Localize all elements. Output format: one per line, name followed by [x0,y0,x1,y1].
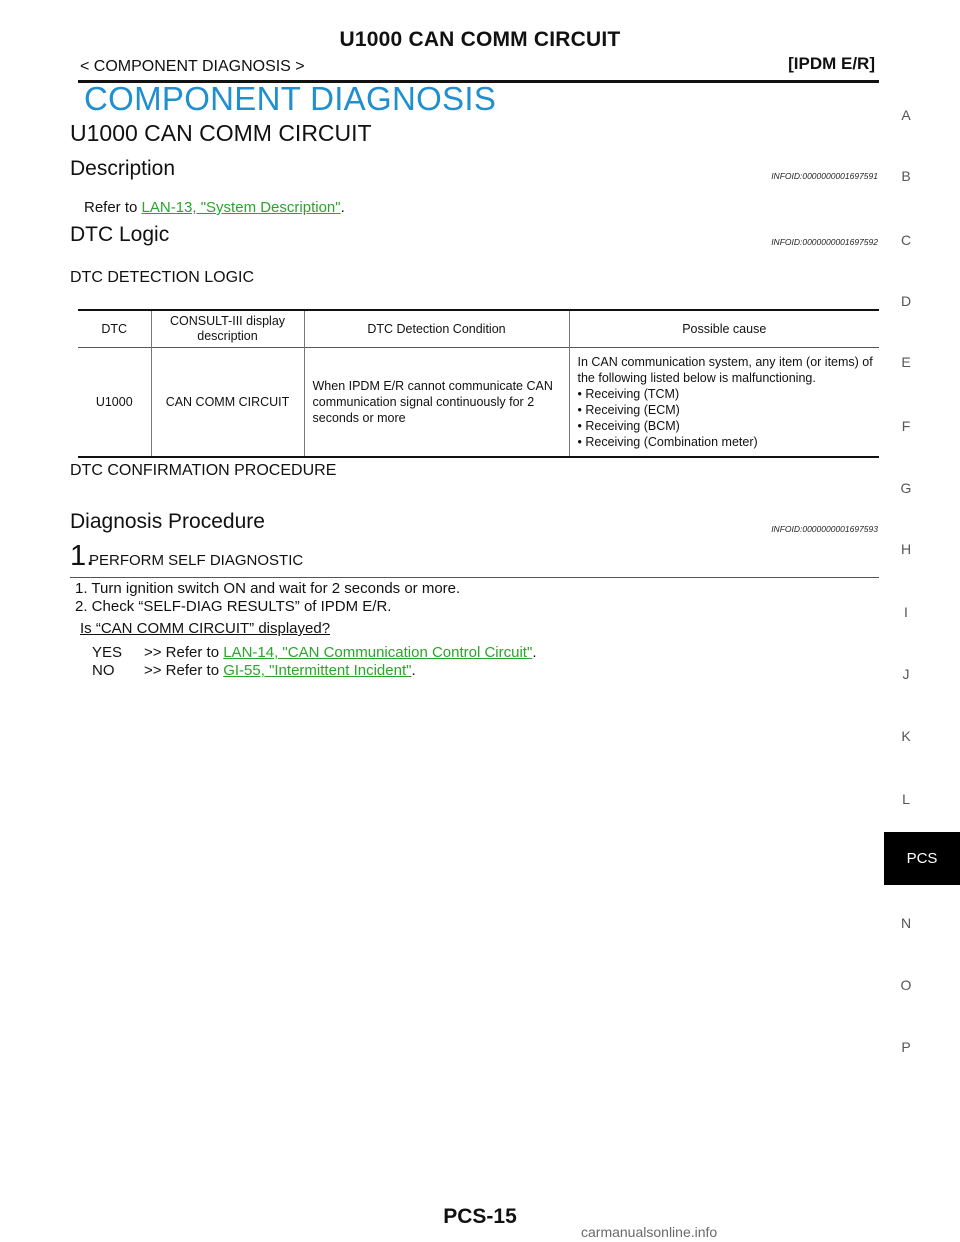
question: Is “CAN COMM CIRCUIT” displayed? [80,620,331,637]
list-item: Receiving (TCM) [578,386,880,402]
dtc-table: DTC CONSULT-III display description DTC … [78,309,879,458]
topic-title: U1000 CAN COMM CIRCUIT [70,120,372,146]
col-header-display: CONSULT-III display description [150,310,304,348]
side-tab-p[interactable]: P [901,1039,911,1055]
description-infoid: INFOID:0000000001697591 [771,171,878,181]
col-header-condition: DTC Detection Condition [303,310,569,348]
description-heading: Description [70,157,176,180]
side-tab-b[interactable]: B [901,168,911,184]
answer-no: NO >> Refer to GI-55, "Intermittent Incid… [92,662,416,679]
step-title: PERFORM SELF DIAGNOSTIC [89,552,304,569]
answer-yes-prefix: >> Refer to [144,644,224,661]
system-label: [IPDM E/R] [788,54,875,73]
side-tab-f[interactable]: F [901,418,911,434]
cell-display: CAN COMM CIRCUIT [150,347,304,457]
side-tab-o[interactable]: O [900,977,912,993]
answer-no-key: NO [92,662,115,679]
answer-yes-suffix: . [532,644,537,661]
link-lan-13[interactable]: LAN-13, "System Description" [141,199,341,216]
side-tab-j[interactable]: J [902,666,910,682]
side-tab-g[interactable]: G [900,480,912,496]
table-row: U1000 CAN COMM CIRCUIT When IPDM E/R can… [78,347,880,457]
answer-yes-key: YES [92,644,123,661]
side-tab-c[interactable]: C [900,232,912,248]
side-tab-d[interactable]: D [900,293,912,309]
list-item: Receiving (BCM) [578,418,880,434]
side-tab-a[interactable]: A [901,107,911,123]
answer-no-prefix: >> Refer to [144,662,224,679]
dtc-detection-logic-heading: DTC DETECTION LOGIC [70,269,255,286]
step-instruction-2: 2. Check “SELF-DIAG RESULTS” of IPDM E/R… [75,598,392,615]
table-header-row: DTC CONSULT-III display description DTC … [78,310,879,348]
dtc-confirmation-heading: DTC CONFIRMATION PROCEDURE [70,462,337,479]
side-tab-n[interactable]: N [900,915,912,931]
page-title: U1000 CAN COMM CIRCUIT [339,28,621,51]
step-instruction-1: 1. Turn ignition switch ON and wait for … [75,580,461,597]
dtc-logic-infoid: INFOID:0000000001697592 [771,237,878,247]
diagnosis-heading: Diagnosis Procedure [70,510,265,533]
side-tab-i[interactable]: I [904,604,908,620]
cause-intro: In CAN communication system, any item (o… [577,355,873,385]
description-text: Refer to LAN-13, "System Description". [84,199,345,216]
diagnosis-infoid: INFOID:0000000001697593 [771,524,878,534]
step-divider [70,577,879,578]
side-tab-l[interactable]: L [902,791,910,807]
side-tab-e[interactable]: E [901,354,911,370]
description-prefix: Refer to [84,199,142,216]
side-tab-k[interactable]: K [901,728,911,744]
side-tab-pcs-active[interactable]: PCS [884,832,960,885]
page-number: PCS-15 [443,1205,517,1228]
link-gi-55[interactable]: GI-55, "Intermittent Incident" [223,662,412,679]
side-tab-h[interactable]: H [900,541,912,557]
step-number: 1. [70,540,95,572]
answer-yes: YES >> Refer to LAN-14, "CAN Communicatio… [92,644,536,661]
watermark: carmanualsonline.info [581,1224,718,1240]
dtc-logic-heading: DTC Logic [70,223,170,246]
col-header-dtc: DTC [101,321,128,336]
link-lan-14[interactable]: LAN-14, "CAN Communication Control Circu… [223,644,533,661]
description-suffix: . [340,199,345,216]
cause-list: Receiving (TCM) Receiving (ECM) Receivin… [578,386,880,450]
cell-condition: When IPDM E/R cannot communicate CAN com… [303,347,569,457]
col-header-cause: Possible cause [568,310,879,348]
section-title: COMPONENT DIAGNOSIS [84,80,497,117]
breadcrumb: < COMPONENT DIAGNOSIS > [80,58,305,75]
header-divider [78,80,879,83]
cell-dtc: U1000 [95,395,133,409]
list-item: Receiving (Combination meter) [578,434,880,450]
list-item: Receiving (ECM) [578,402,880,418]
cell-cause: In CAN communication system, any item (o… [568,347,880,457]
answer-no-suffix: . [411,662,416,679]
